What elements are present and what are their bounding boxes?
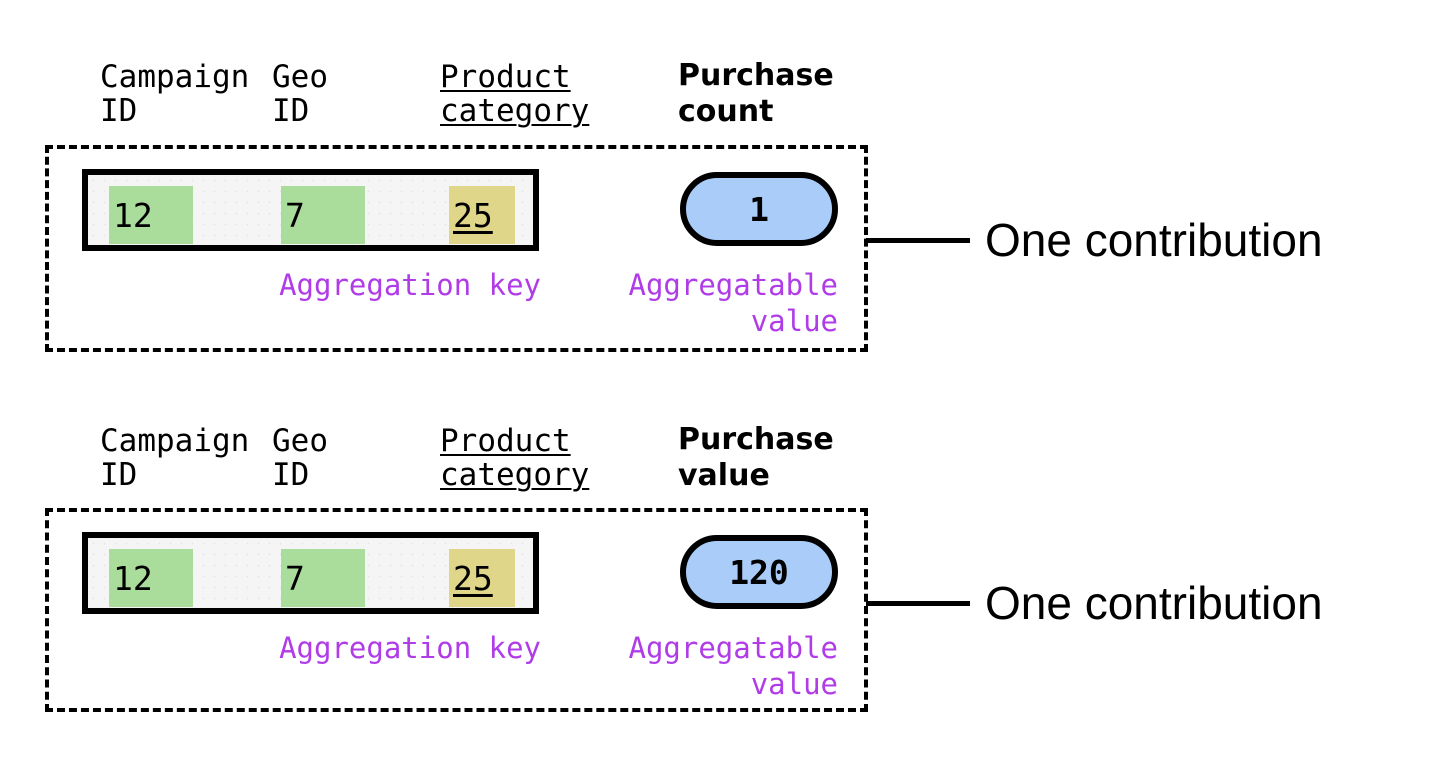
header-purchase-count-line2: count bbox=[678, 94, 774, 129]
caption-aggregation-key-text: Aggregation key bbox=[279, 268, 541, 302]
callout-connector-line bbox=[866, 238, 970, 243]
header-purchase-value-line2: value bbox=[678, 458, 770, 493]
key-cell-geo-id: 7 bbox=[281, 186, 365, 244]
contribution-dashed-container: 12 7 25 120 Aggregation key Aggregatable… bbox=[45, 508, 868, 712]
aggregatable-value-number: 120 bbox=[729, 552, 789, 592]
key-cell-geo-id-value: 7 bbox=[285, 195, 305, 235]
key-cell-campaign-id-value: 12 bbox=[113, 195, 153, 235]
callout-one-contribution: One contribution bbox=[985, 217, 1323, 263]
caption-aggregatable-value-line1: Aggregatable bbox=[628, 268, 838, 302]
header-product-category-line1: Product bbox=[440, 59, 571, 95]
caption-aggregatable-value-line2: value bbox=[750, 304, 838, 338]
caption-aggregation-key-text: Aggregation key bbox=[279, 631, 541, 665]
header-campaign-id-line2: ID bbox=[100, 457, 138, 493]
key-cell-product-category: 25 bbox=[449, 549, 515, 607]
key-cell-geo-id: 7 bbox=[281, 549, 365, 607]
caption-aggregatable-value-line1: Aggregatable bbox=[628, 631, 838, 665]
header-product-category-line2: category bbox=[440, 93, 590, 129]
aggregation-key-box: 12 7 25 bbox=[82, 169, 539, 251]
caption-aggregatable-value-line2: value bbox=[750, 667, 838, 701]
key-cell-product-category-value: 25 bbox=[453, 195, 493, 235]
aggregatable-value-number: 1 bbox=[749, 189, 769, 229]
callout-one-contribution-text: One contribution bbox=[985, 214, 1323, 266]
key-cell-campaign-id-value: 12 bbox=[113, 558, 153, 598]
header-campaign-id-line2: ID bbox=[100, 93, 138, 129]
header-purchase-count-line1: Purchase bbox=[678, 58, 834, 93]
header-geo-id-line1: Geo bbox=[272, 59, 328, 95]
header-geo-id-line1: Geo bbox=[272, 423, 328, 459]
header-geo-id-line2: ID bbox=[272, 93, 310, 129]
aggregatable-value-pill: 120 bbox=[680, 535, 838, 609]
header-campaign-id-line1: Campaign bbox=[100, 59, 250, 95]
callout-one-contribution-text: One contribution bbox=[985, 577, 1323, 629]
aggregatable-value-pill: 1 bbox=[680, 172, 838, 246]
header-geo-id-line2: ID bbox=[272, 457, 310, 493]
header-product-category-line2: category bbox=[440, 457, 590, 493]
callout-connector-line bbox=[866, 601, 970, 606]
key-cell-campaign-id: 12 bbox=[109, 186, 193, 244]
caption-aggregation-key: Aggregation key bbox=[249, 630, 541, 666]
callout-one-contribution: One contribution bbox=[985, 580, 1323, 626]
key-cell-geo-id-value: 7 bbox=[285, 558, 305, 598]
key-cell-product-category: 25 bbox=[449, 186, 515, 244]
key-cell-campaign-id: 12 bbox=[109, 549, 193, 607]
aggregation-key-box: 12 7 25 bbox=[82, 532, 539, 614]
key-cell-product-category-value: 25 bbox=[453, 558, 493, 598]
header-purchase-value-line1: Purchase bbox=[678, 422, 834, 457]
caption-aggregation-key: Aggregation key bbox=[249, 267, 541, 303]
header-product-category-line1: Product bbox=[440, 423, 571, 459]
header-campaign-id-line1: Campaign bbox=[100, 423, 250, 459]
